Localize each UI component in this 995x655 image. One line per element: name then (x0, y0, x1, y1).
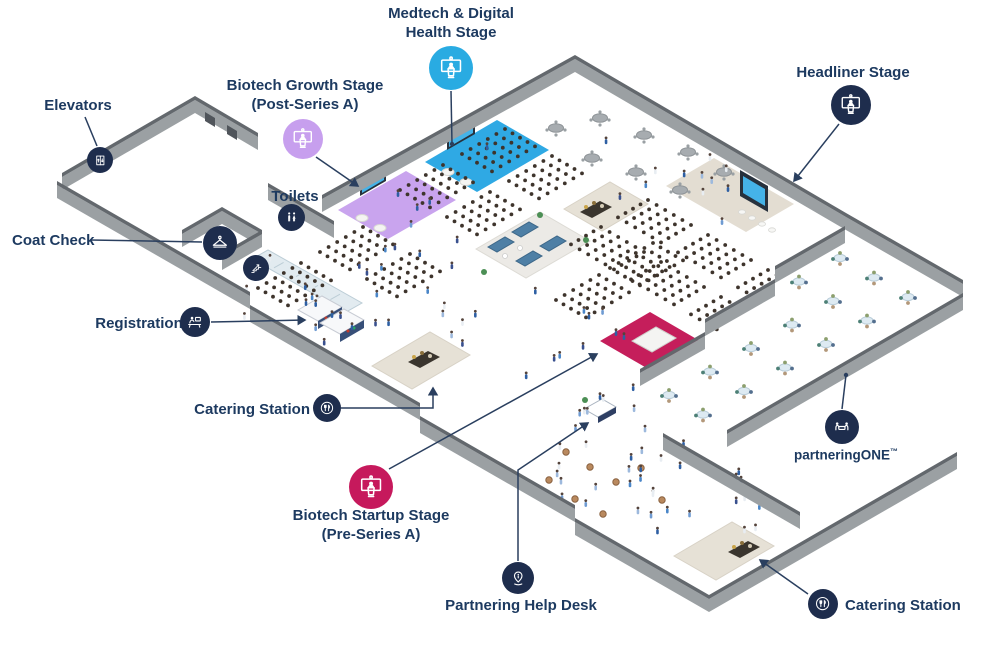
partnering-meeting-icon (825, 410, 859, 444)
label-partnering-one: partneringONE™ (793, 447, 898, 463)
elevator-icon (87, 147, 113, 173)
label-startup-stage: Biotech Startup Stage (Pre-Series A) (292, 507, 450, 543)
label-catering-right: Catering Station (845, 597, 961, 614)
label-elevators: Elevators (44, 97, 112, 114)
help-desk-pin-icon (502, 562, 534, 594)
label-toilets: Toilets (271, 188, 319, 205)
stage-podium-icon (349, 465, 393, 509)
coat-hanger-icon (203, 226, 237, 260)
label-coat-check: Coat Check (12, 232, 95, 249)
label-headliner-stage: Headliner Stage (796, 64, 910, 81)
catering-icon (313, 394, 341, 422)
catering-icon (808, 589, 838, 619)
registration-desk-icon (180, 307, 210, 337)
escalator-icon (243, 255, 269, 281)
stage-podium-icon (429, 46, 473, 90)
label-medtech-stage: Medtech & Digital Health Stage (388, 5, 514, 41)
stage-podium-icon (283, 119, 323, 159)
stage-podium-icon (831, 85, 871, 125)
label-catering-left: Catering Station (194, 401, 310, 418)
toilets-icon (278, 204, 305, 231)
label-growth-stage: Biotech Growth Stage (Post-Series A) (226, 77, 384, 113)
label-registration: Registration (95, 315, 183, 332)
label-partnering-help-desk: Partnering Help Desk (445, 597, 597, 614)
